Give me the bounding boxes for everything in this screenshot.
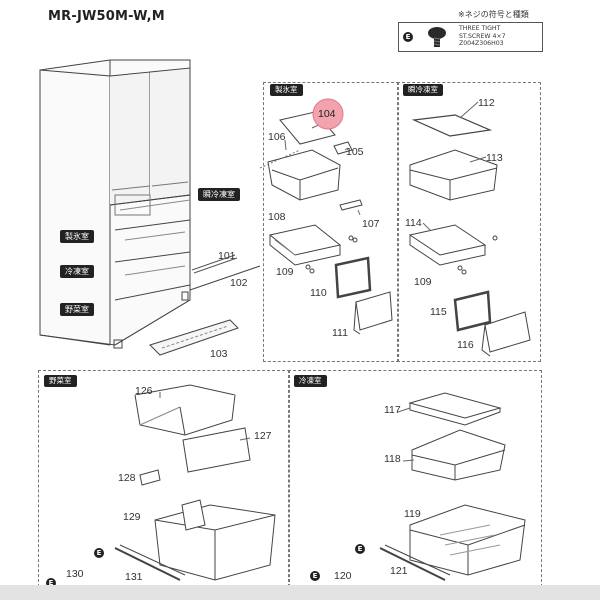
screw-e-badge: E	[46, 578, 56, 588]
part-number: 101	[218, 250, 236, 262]
part-number: 102	[230, 277, 248, 289]
fridge-label-vegetable: 野菜室	[60, 303, 94, 316]
part-number: 121	[390, 565, 408, 577]
ice-room-frame	[263, 82, 399, 362]
screw-legend-box: E THREE TIGHT ST.SCREW 4×7 Z004Z306H03	[398, 22, 543, 52]
screw-e-badge: E	[310, 571, 320, 581]
part-number: 112	[478, 97, 495, 109]
part-number: 107	[362, 218, 380, 230]
part-number: 111	[332, 327, 348, 339]
part-number: 119	[404, 508, 421, 520]
screw-spec: THREE TIGHT ST.SCREW 4×7 Z004Z306H03	[459, 25, 506, 48]
screw-badge-icon: E	[403, 32, 413, 42]
part-number: 109	[414, 276, 432, 288]
screw-spec-line3: Z004Z306H03	[459, 40, 504, 48]
bottom-bar	[0, 585, 600, 600]
part-number: 108	[268, 211, 286, 223]
screw-icon	[428, 27, 446, 47]
part-number: 129	[123, 511, 141, 523]
screw-spec-line1: THREE TIGHT	[459, 25, 501, 32]
part-number: 106	[268, 131, 286, 143]
part-number: 126	[135, 385, 153, 397]
fridge-label-instant: 瞬冷凍室	[198, 188, 240, 201]
part-number: 105	[346, 146, 364, 158]
model-number: MR-JW50M-W,M	[48, 9, 165, 24]
part-number: 113	[486, 152, 503, 164]
section-label-instant: 瞬冷凍室	[403, 84, 443, 96]
part-number: 114	[405, 217, 422, 229]
screw-legend-note: ※ネジの符号と種類	[458, 10, 529, 19]
part-number: 110	[310, 287, 327, 299]
section-label-ice: 製氷室	[270, 84, 303, 96]
part-number: 130	[66, 568, 84, 580]
part-number: 116	[457, 339, 474, 351]
fridge-label-freezer: 冷凍室	[60, 265, 94, 278]
part-number: 127	[254, 430, 272, 442]
part-number: 115	[430, 306, 447, 318]
part-number: 109	[276, 266, 294, 278]
part-number: 117	[384, 404, 401, 416]
part-number: 118	[384, 453, 401, 465]
section-label-vegetable: 野菜室	[44, 375, 77, 387]
instant-room-frame	[397, 82, 541, 362]
part-number: 103	[210, 348, 228, 360]
screw-e-badge: E	[355, 544, 365, 554]
part-number: 128	[118, 472, 136, 484]
section-label-freezer: 冷凍室	[294, 375, 327, 387]
part-number: 131	[125, 571, 143, 583]
fridge-label-ice: 製氷室	[60, 230, 94, 243]
screw-e-badge: E	[94, 548, 104, 558]
screw-spec-line2: ST.SCREW 4×7	[459, 32, 506, 40]
part-number: 120	[334, 570, 352, 582]
part-104-highlight[interactable]: 104	[318, 108, 336, 120]
